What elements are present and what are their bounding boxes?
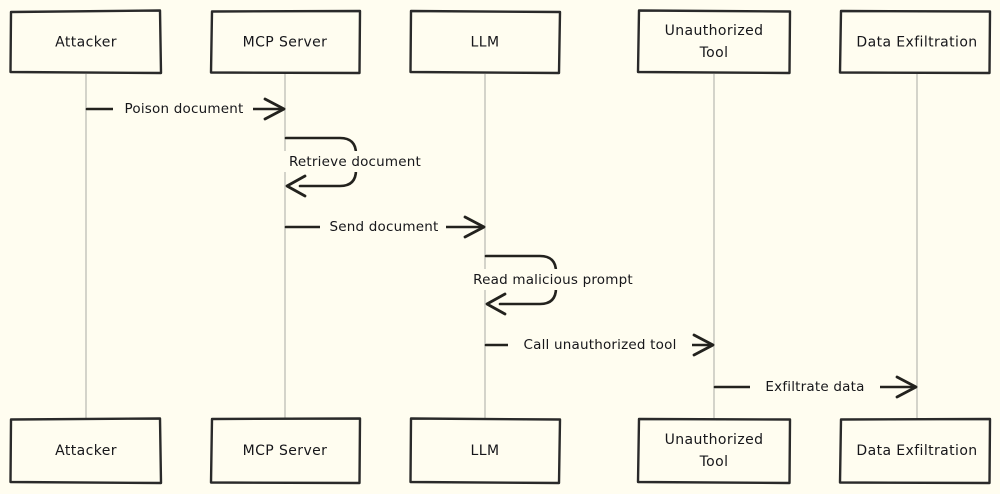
actor-label-mcp-server-bottom: MCP Server [243,443,328,459]
actor-box-llm-top[interactable]: LLM [409,9,562,75]
actor-label-unauthorized-tool-bottom-line1: Unauthorized [665,432,764,448]
message-label-poison-document: Poison document [125,101,244,117]
actor-rect-attacker-top [9,9,163,75]
arrowhead-call-unauthorized-tool [692,333,715,357]
message-label-send-document: Send document [329,219,438,235]
actor-label-unauthorized-tool-top-line1: Unauthorized [665,23,764,39]
actor-box-unauthorized-tool-bottom[interactable]: Unauthorized Tool [636,417,792,485]
actor-label-data-exfiltration-top: Data Exfiltration [856,35,977,51]
actor-rect-mcp-server-top [209,9,362,75]
actor-label-llm-top: LLM [471,35,500,51]
actor-rect-mcp-server-bottom [209,417,362,485]
label-backdrop-call-unauthorized-tool [508,334,692,355]
actor-rect-data-exfiltration-top [838,9,992,75]
lifelines-group [85,74,918,419]
actor-label-data-exfiltration-bottom: Data Exfiltration [856,443,977,459]
actor-label-attacker-top: Attacker [55,35,117,51]
message-send-document[interactable]: Send document [284,215,486,239]
label-backdrop-exfiltrate-data [750,376,880,397]
actor-box-mcp-server-bottom[interactable]: MCP Server [209,417,362,485]
actor-box-attacker-bottom[interactable]: Attacker [9,417,163,485]
label-backdrop-send-document [320,216,446,237]
message-retrieve-document[interactable]: Retrieve document [277,136,433,198]
arrowhead-send-document [463,215,486,239]
actor-rect-attacker-bottom [9,417,163,485]
arrowhead-poison-document [263,97,286,121]
message-label-call-unauthorized-tool: Call unauthorized tool [523,337,676,353]
message-read-malicious-prompt[interactable]: Read malicious prompt [462,254,642,316]
message-exfiltrate-data[interactable]: Exfiltrate data [713,375,918,399]
message-label-read-malicious-prompt: Read malicious prompt [473,272,633,288]
actor-rect-llm-bottom [409,417,562,485]
actor-box-data-exfiltration-bottom[interactable]: Data Exfiltration [838,417,992,485]
arrowhead-retrieve-document [285,174,307,198]
message-label-retrieve-document: Retrieve document [289,154,421,170]
top-actor-boxes: Attacker MCP Server LLM Unauthorized Too… [9,9,992,75]
message-call-unauthorized-tool[interactable]: Call unauthorized tool [484,333,715,357]
message-label-exfiltrate-data: Exfiltrate data [765,379,864,395]
actor-box-unauthorized-tool-top[interactable]: Unauthorized Tool [636,9,792,75]
actor-rect-data-exfiltration-bottom [838,417,992,485]
label-backdrop-retrieve-document [277,151,433,172]
arrowhead-read-malicious-prompt [485,292,507,316]
actor-box-attacker-top[interactable]: Attacker [9,9,163,75]
actor-box-llm-bottom[interactable]: LLM [409,417,562,485]
actor-label-mcp-server-top: MCP Server [243,35,328,51]
actor-rect-llm-top [409,9,562,75]
bottom-actor-boxes: Attacker MCP Server LLM Unauthorized Too… [9,417,992,485]
label-backdrop-poison-document [113,98,253,119]
actor-label-unauthorized-tool-top-line2: Tool [699,45,729,61]
actor-label-unauthorized-tool-bottom-line2: Tool [699,454,729,470]
actor-rect-unauthorized-tool-top [636,9,792,75]
actor-box-data-exfiltration-top[interactable]: Data Exfiltration [838,9,992,75]
arrowhead-exfiltrate-data [895,375,918,399]
actor-rect-unauthorized-tool-bottom [636,417,792,485]
actor-box-mcp-server-top[interactable]: MCP Server [209,9,362,75]
actor-label-attacker-bottom: Attacker [55,443,117,459]
actor-label-llm-bottom: LLM [471,443,500,459]
message-poison-document[interactable]: Poison document [85,97,286,121]
label-backdrop-read-malicious-prompt [462,269,642,290]
